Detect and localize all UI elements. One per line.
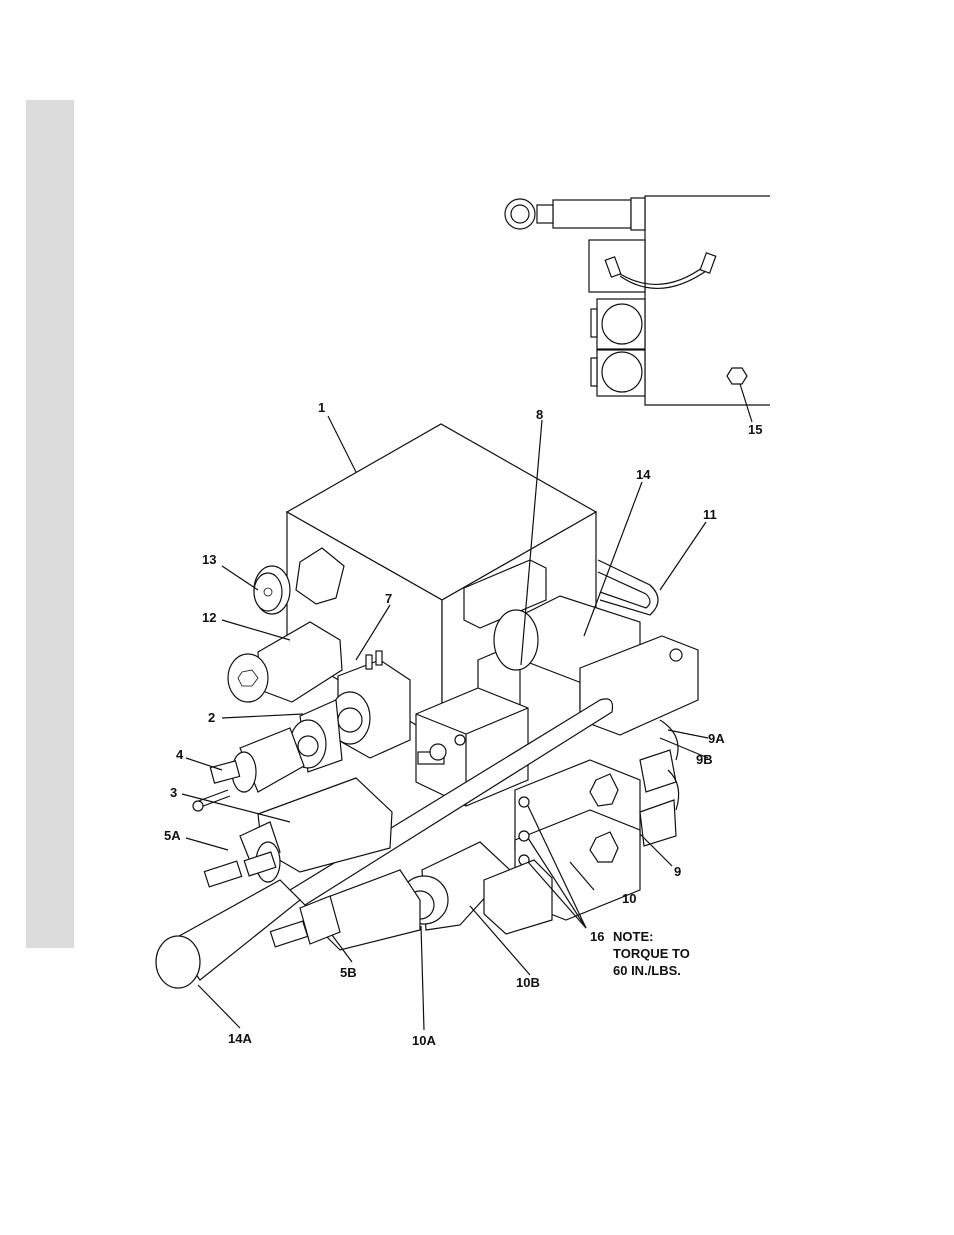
callout-14a: 14A (228, 1031, 252, 1046)
callout-5a: 5A (164, 828, 181, 843)
callout-1: 1 (318, 400, 325, 415)
callout-8: 8 (536, 407, 543, 422)
fitting-4 (210, 728, 304, 792)
callout-7: 7 (385, 591, 392, 606)
callout-3: 3 (170, 785, 177, 800)
fitting-5a (204, 778, 392, 887)
fitting-5b (270, 870, 420, 950)
callout-2: 2 (208, 710, 215, 725)
torque-note: NOTE: TORQUE TO 60 IN./LBS. (613, 929, 690, 978)
spring-3 (193, 790, 230, 811)
callout-10b: 10B (516, 975, 540, 990)
callout-9b: 9B (696, 752, 713, 767)
callout-15: 15 (748, 422, 762, 437)
callout-10a: 10A (412, 1033, 436, 1048)
callout-11: 11 (703, 507, 717, 522)
callout-9a: 9A (708, 731, 725, 746)
callout-9: 9 (674, 864, 681, 879)
inset-view (505, 196, 770, 422)
callout-4: 4 (176, 747, 184, 762)
callout-13: 13 (202, 552, 216, 567)
callout-14: 14 (636, 467, 651, 482)
note-line-3: 60 IN./LBS. (613, 963, 681, 978)
callout-12: 12 (202, 610, 216, 625)
callout-16: 16 (590, 929, 604, 944)
cartridge-12 (228, 622, 342, 702)
callout-10: 10 (622, 891, 636, 906)
note-line-2: TORQUE TO (613, 946, 690, 961)
note-line-1: NOTE: (613, 929, 653, 944)
callout-5b: 5B (340, 965, 357, 980)
tube-11 (598, 560, 658, 615)
